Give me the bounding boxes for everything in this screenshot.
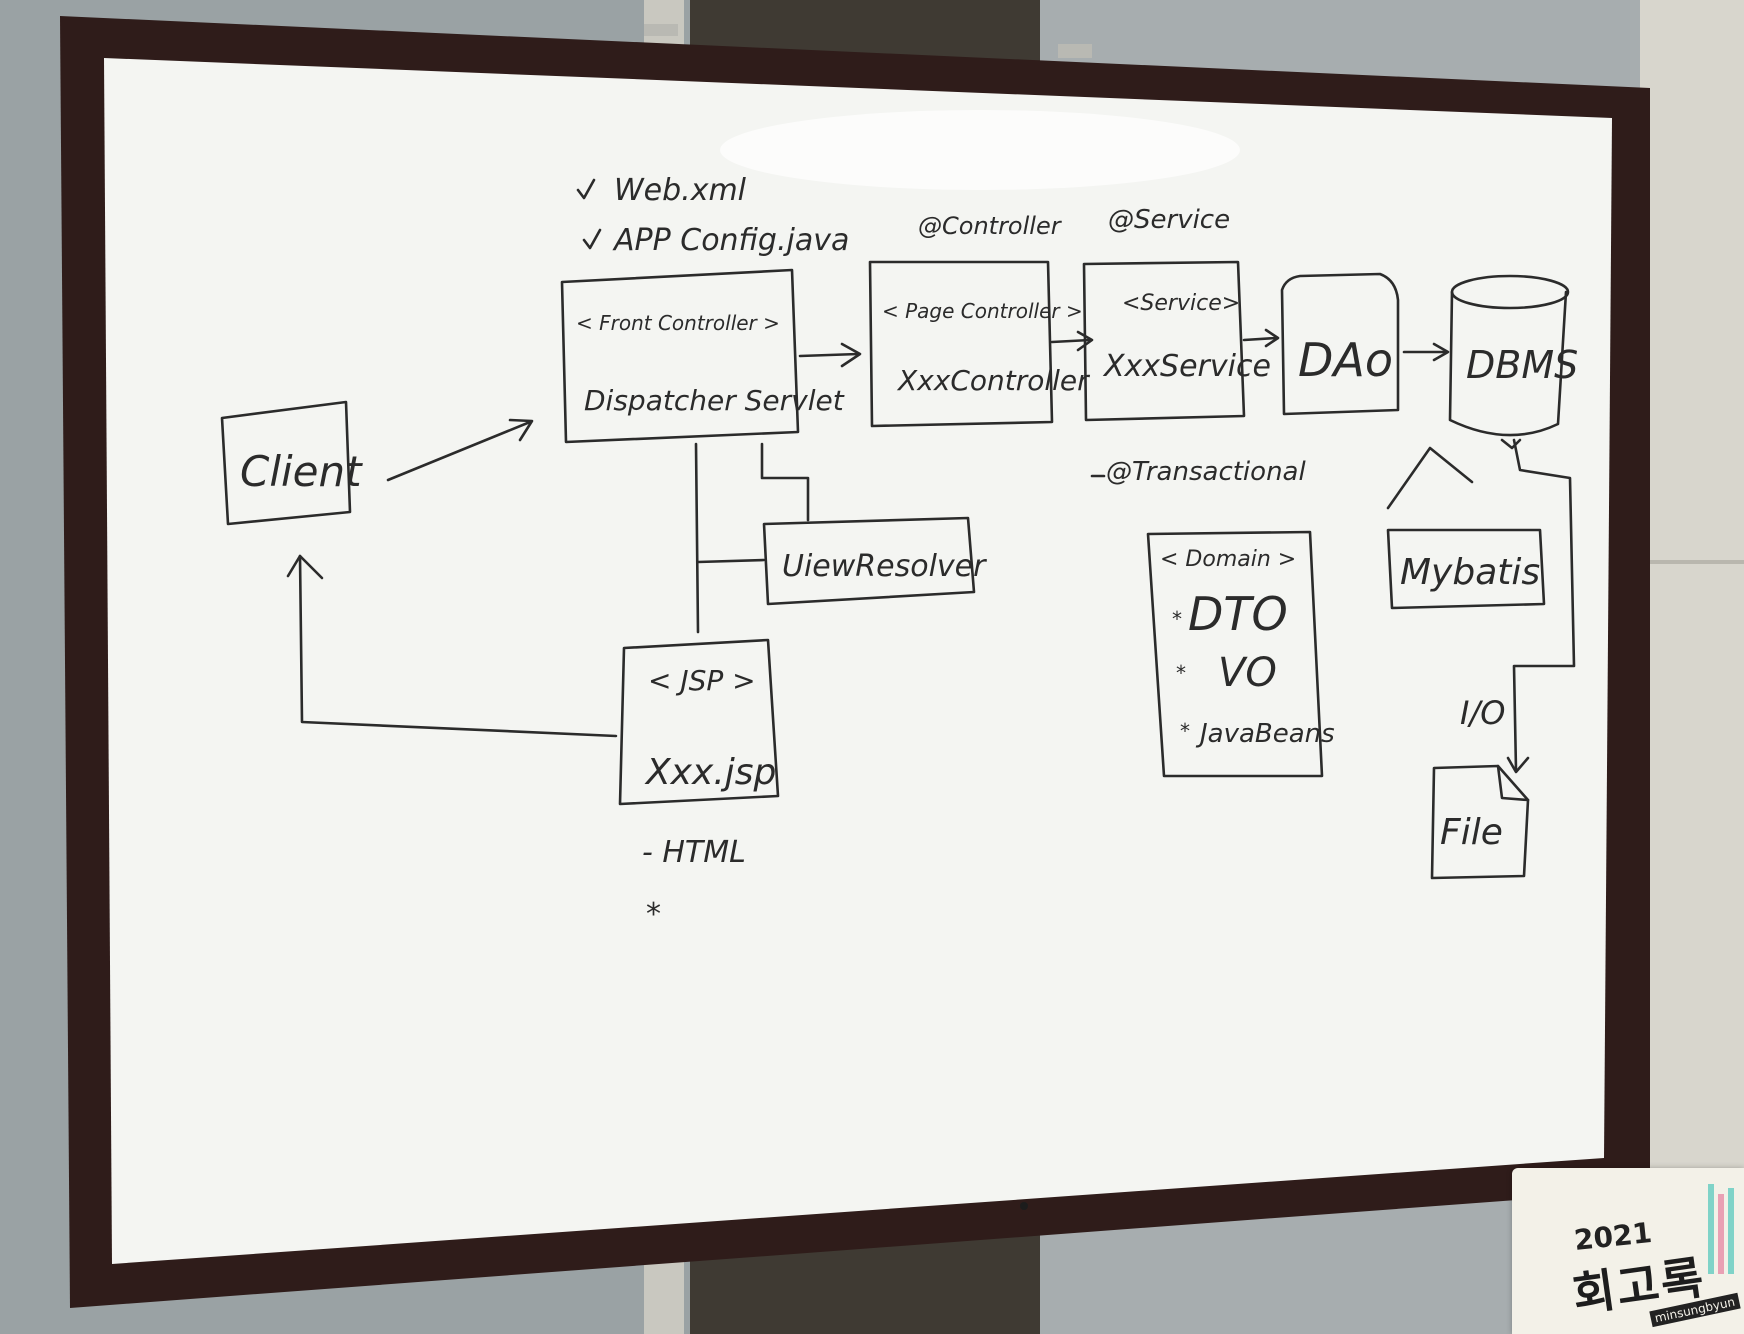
domain-item: JavaBeans <box>1195 719 1335 749</box>
viewresolver-branch <box>696 558 766 564</box>
glare <box>720 110 1240 190</box>
jsp-note: - HTML <box>642 835 746 870</box>
io-line <box>1512 438 1576 772</box>
domain-bullet: * <box>1180 719 1190 743</box>
transactional-annotation: @Transactional <box>1106 457 1306 487</box>
board-clip <box>1058 44 1092 58</box>
arrowhead <box>1076 330 1094 352</box>
domain-item: DTO <box>1188 587 1288 641</box>
mybatis-connector <box>1386 446 1474 510</box>
viewresolver-connector <box>760 442 810 522</box>
arrowhead <box>508 418 534 442</box>
file-fold <box>1496 764 1530 802</box>
service-label: XxxService <box>1102 349 1271 384</box>
arrow-controller-service <box>1050 338 1092 344</box>
file-document <box>1430 764 1530 880</box>
service-stereotype: <Service> <box>1122 291 1240 316</box>
dao-label: DAo <box>1298 333 1393 387</box>
arrow-service-dao <box>1242 336 1278 342</box>
controller-label: XxxController <box>896 364 1090 397</box>
check-icon <box>576 178 596 200</box>
file-label: File <box>1440 812 1503 853</box>
domain-bullet: * <box>1176 661 1186 685</box>
arrowhead <box>840 342 862 368</box>
page-controller-stereotype: < Page Controller > <box>882 299 1083 323</box>
domain-item: VO <box>1218 650 1277 696</box>
decorative-stripes <box>1708 1184 1734 1274</box>
viewresolver-box <box>762 516 976 606</box>
arrowhead <box>1432 342 1450 362</box>
wall-panel <box>1640 0 1744 1334</box>
check-icon <box>582 228 602 250</box>
jsp-box <box>618 638 780 806</box>
domain-box <box>1146 530 1324 778</box>
viewresolver-label: UiewResolver <box>782 549 987 584</box>
mybatis-label: Mybatis <box>1400 552 1540 593</box>
controller-annotation: @Controller <box>918 212 1063 240</box>
jsp-note: * <box>646 897 661 932</box>
dispatcher-label: Dispatcher Servlet <box>584 384 845 417</box>
board-mark <box>1020 1202 1028 1210</box>
client-box <box>220 400 352 526</box>
jsp-label: Xxx.jsp <box>644 752 776 793</box>
domain-stereotype: < Domain > <box>1160 547 1296 572</box>
dbms-label: DBMS <box>1466 343 1578 387</box>
jsp-stereotype: < JSP > <box>648 664 756 697</box>
io-label: I/O <box>1460 694 1505 732</box>
arrowhead <box>1264 328 1280 348</box>
panel-seam <box>1650 560 1744 564</box>
watermark-logo: 2021 회고록 minsungbyun <box>1512 1168 1744 1334</box>
dao-box <box>1280 272 1400 416</box>
arrowhead <box>1500 438 1522 450</box>
dbms-cylinder-body <box>1448 290 1568 437</box>
front-controller-stereotype: < Front Controller > <box>576 311 780 335</box>
board-clip <box>644 24 678 36</box>
arrow-client-dispatcher <box>386 420 532 482</box>
service-box <box>1082 260 1246 422</box>
arrowhead <box>1506 756 1530 774</box>
domain-bullet: * <box>1172 607 1182 631</box>
arrow-jsp-client <box>298 554 618 738</box>
jsp-connector <box>694 442 700 634</box>
dispatcher-box <box>560 268 800 444</box>
service-annotation: @Service <box>1108 205 1230 235</box>
config-item: Web.xml <box>614 173 747 208</box>
arrow-dispatcher-controller <box>798 352 860 358</box>
mybatis-box <box>1386 528 1546 610</box>
client-label: Client <box>240 447 363 496</box>
config-item: APP Config.java <box>612 223 849 258</box>
arrowhead <box>286 554 324 580</box>
controller-box <box>868 260 1054 428</box>
whiteboard-surface <box>104 58 1612 1264</box>
